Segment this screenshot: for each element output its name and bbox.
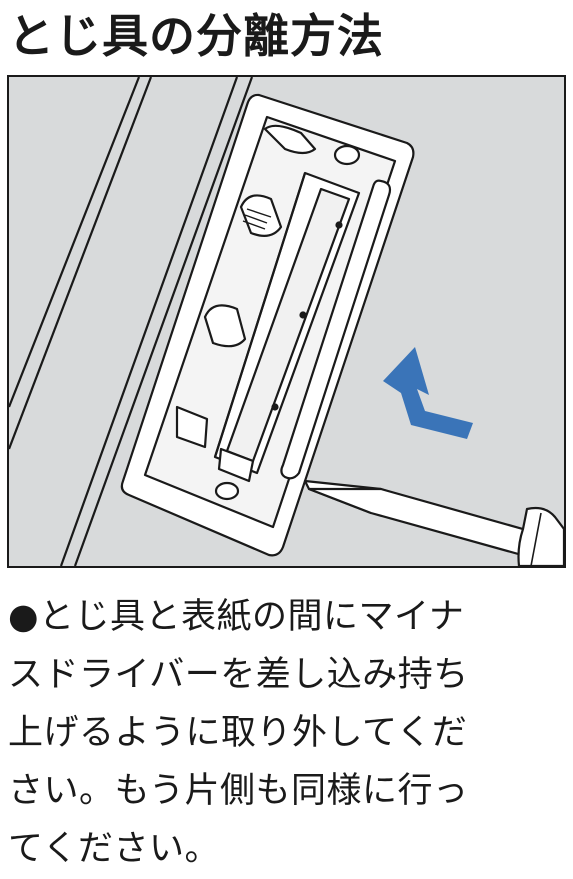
- instruction-line: 上げるように取り外してくだ: [8, 713, 468, 753]
- instruction-line: てください。: [8, 829, 220, 869]
- illustration-panel: [7, 75, 566, 568]
- binder-clip-illustration: [9, 77, 564, 566]
- instruction-line: ●とじ具と表紙の間にマイナ: [8, 597, 465, 637]
- page-title: とじ具の分離方法: [8, 9, 384, 63]
- instruction-line: スドライバーを差し込み持ち: [8, 655, 469, 695]
- binder-cover: [9, 77, 254, 566]
- screwdriver: [303, 479, 564, 566]
- lift-direction-arrow-icon: [383, 347, 473, 439]
- instruction-line: さい。もう片側も同様に行っ: [8, 771, 469, 811]
- binder-clip: [120, 93, 415, 557]
- instructions-text: ●とじ具と表紙の間にマイナ スドライバーを差し込み持ち 上げるように取り外してく…: [8, 588, 568, 878]
